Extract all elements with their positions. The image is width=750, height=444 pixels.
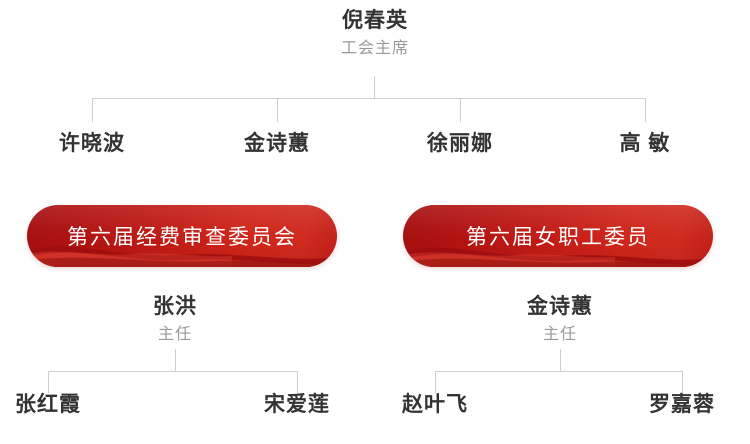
root-title: 工会主席 [340,40,409,58]
connector-officer-drop-3 [460,98,461,122]
officer-name-2: 金诗蕙 [244,132,310,155]
officer-node-2: 金诗蕙 [207,131,347,157]
connector-root-stem [374,76,375,98]
committee-chair-title-1: 主任 [157,326,192,344]
connector-member1a-drop [48,371,49,393]
officer-name-4: 高 敏 [619,132,671,155]
committee-member-node-1a: 张红霞 [0,392,118,418]
connector-chair1-stem [175,349,176,371]
officer-node-1: 许晓波 [22,131,162,157]
committee-member-node-2b: 罗嘉蓉 [612,392,750,418]
committee-banner-label-1: 第六届经费审查委员会 [67,226,297,249]
committee-member-name-1a: 张红霞 [15,393,81,416]
connector-member2b-drop [682,371,683,393]
committee-banner-2[interactable]: 第六届女职工委员 [403,205,713,267]
committee-chair-name-2: 金诗蕙 [527,295,593,318]
committee-member-name-2b: 罗嘉蓉 [649,393,715,416]
committee-member-node-2a: 赵叶飞 [365,392,505,418]
committee-member-name-1b: 宋爱莲 [264,393,330,416]
committee-banner-label-2: 第六届女职工委员 [466,226,650,249]
committee-banner-1[interactable]: 第六届经费审查委员会 [27,205,337,267]
connector-members2-bus [435,371,682,372]
officer-name-1: 许晓波 [59,132,125,155]
officer-node-3: 徐丽娜 [390,131,530,157]
connector-officer-drop-1 [92,98,93,122]
committee-chair-node-1: 张洪 主任 [105,294,245,347]
connector-members1-bus [48,371,298,372]
connector-member1b-drop [297,371,298,393]
committee-chair-node-2: 金诗蕙 主任 [490,294,630,347]
committee-member-name-2a: 赵叶飞 [402,393,468,416]
connector-officers-bus [92,98,645,99]
connector-officer-drop-4 [645,98,646,122]
connector-chair2-stem [560,349,561,371]
officer-node-4: 高 敏 [575,131,715,157]
committee-member-node-1b: 宋爱莲 [227,392,367,418]
root-name: 倪春英 [342,9,408,32]
root-node: 倪春英 工会主席 [285,8,465,61]
connector-member2a-drop [435,371,436,393]
connector-officer-drop-2 [277,98,278,122]
committee-chair-name-1: 张洪 [153,295,197,318]
officer-name-3: 徐丽娜 [427,132,493,155]
committee-chair-title-2: 主任 [542,326,577,344]
